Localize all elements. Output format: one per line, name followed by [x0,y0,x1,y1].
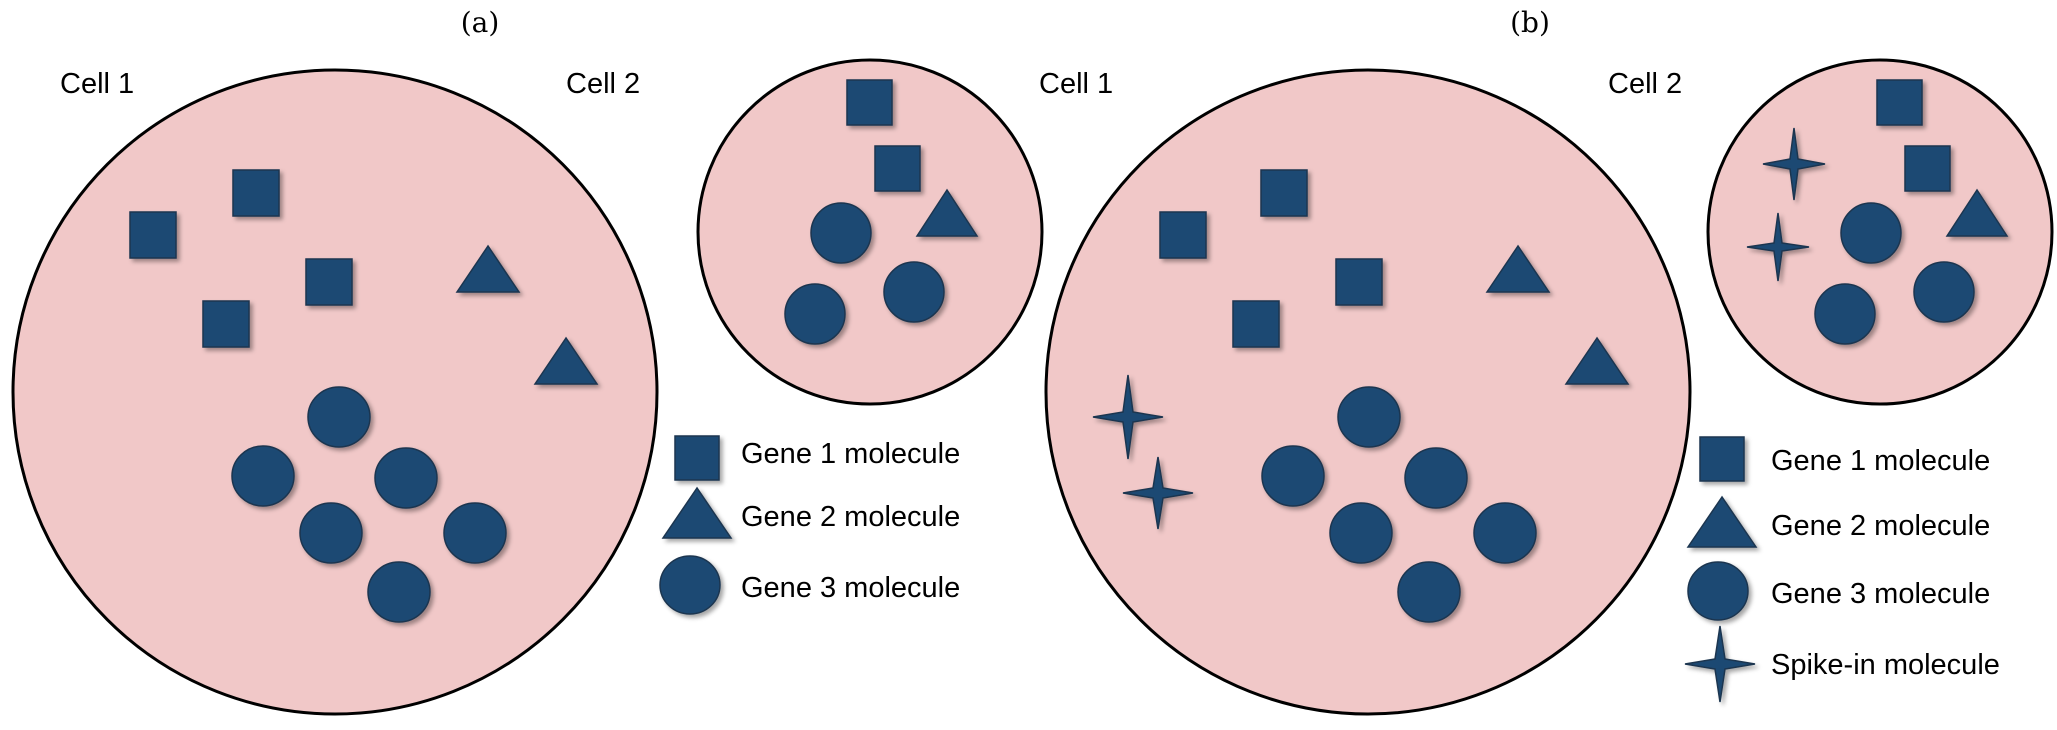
spike-in-molecule [1762,127,1826,201]
gene1-molecule [1335,258,1383,306]
gene3-molecule [367,561,431,623]
circle-icon [659,555,721,615]
panel-b-label: (b) [1510,6,1550,39]
spike-in-molecule [1746,212,1810,282]
triangle-icon [1686,495,1758,548]
spike-in-molecule [1122,456,1194,530]
panel-b-cell1-molecules [1092,169,1630,623]
panel-a-cell2 [696,58,1044,406]
gene1-molecule [874,145,921,192]
four-point-star-icon [1684,625,1756,703]
gene3-molecule [1404,447,1468,509]
panel-b-cell2 [1706,58,2054,406]
square-icon [1699,436,1745,482]
gene1-molecule [232,169,280,217]
gene3-molecule [1261,445,1325,507]
gene1-molecule [129,211,177,259]
gene2-molecule [1945,188,2009,237]
panel-a-label: (a) [461,6,500,39]
gene3-molecule [1840,202,1902,264]
legend-gene3-label: Gene 3 molecule [1771,578,1990,610]
gene3-molecule [1337,386,1401,448]
triangle-icon [661,486,733,539]
gene3-molecule [1473,502,1537,564]
panel-a-cell2-label: Cell 2 [566,68,640,100]
gene3-molecule [443,502,507,564]
panel-a-cell2-molecules [784,79,979,345]
circle-icon [1687,561,1749,621]
gene3-molecule [1814,283,1876,345]
gene2-molecule [1564,336,1630,385]
gene1-molecule [1260,169,1308,217]
panel-b-legend: Gene 1 molecule Gene 2 molecule Gene 3 m… [1684,436,2000,703]
gene2-molecule [455,244,521,293]
gene3-molecule [810,202,872,264]
panel-b-cell2-label: Cell 2 [1608,68,1682,100]
legend-gene2-label: Gene 2 molecule [741,501,960,533]
gene1-molecule [305,258,353,306]
spike-in-molecule [1092,374,1164,460]
gene3-molecule [1329,502,1393,564]
gene2-molecule [915,188,979,237]
gene1-molecule [1876,79,1923,126]
gene3-molecule [784,283,846,345]
legend-gene1-label: Gene 1 molecule [741,438,960,470]
square-icon [674,435,720,481]
gene2-molecule [1485,244,1551,293]
panel-a-cell1-molecules [129,169,599,623]
panel-b-cell2-molecules [1746,79,2009,345]
gene1-molecule [846,79,893,126]
legend-gene2-label: Gene 2 molecule [1771,510,1990,542]
gene3-molecule [374,447,438,509]
gene1-molecule [1159,211,1207,259]
panel-a-cell1-label: Cell 1 [60,68,134,100]
gene3-molecule [299,502,363,564]
panel-a-legend: Gene 1 molecule Gene 2 molecule Gene 3 m… [659,435,960,615]
panel-b-cell1 [1044,68,1692,716]
gene1-molecule [202,300,250,348]
panel-b-cell1-label: Cell 1 [1039,68,1113,100]
gene3-molecule [307,386,371,448]
legend-gene3-label: Gene 3 molecule [741,572,960,604]
panel-a-cell1 [11,68,659,716]
gene3-molecule [883,261,945,323]
panel-b: (b) Cell 1 Cell 2 [1039,6,2054,716]
panel-a: (a) Cell 1 Cell 2 [11,6,1044,716]
gene1-molecule [1904,145,1951,192]
gene2-molecule [533,336,599,385]
gene3-molecule [231,445,295,507]
gene1-molecule [1232,300,1280,348]
gene3-molecule [1913,261,1975,323]
legend-spike-in-label: Spike-in molecule [1771,649,2000,681]
gene3-molecule [1397,561,1461,623]
legend-gene1-label: Gene 1 molecule [1771,445,1990,477]
